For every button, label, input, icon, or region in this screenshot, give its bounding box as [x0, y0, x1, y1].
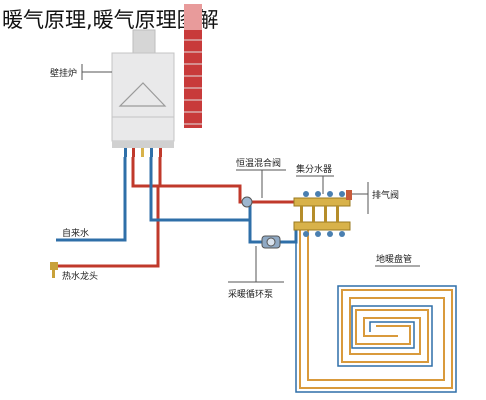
wall-boiler — [111, 29, 175, 157]
hot-pipe — [56, 157, 298, 268]
circulation-pump-label: 采暖循环泵 — [228, 288, 273, 300]
hot-water-label: 热水龙头 — [62, 270, 98, 282]
exhaust-valve-label: 排气阀 — [372, 189, 399, 201]
floor-coil-label: 地暖盘管 — [376, 253, 412, 265]
hot-water-tap-icon — [50, 262, 58, 278]
mixing-valve — [241, 196, 253, 208]
manifold — [293, 190, 352, 237]
floor-heating-coil — [299, 230, 453, 389]
floor-heating-coil-blue — [295, 232, 457, 393]
boiler-label: 壁挂炉 — [50, 67, 77, 79]
circulation-pump — [261, 235, 281, 249]
cold-water-label: 自来水 — [62, 227, 89, 239]
manifold-label: 集分水器 — [296, 163, 332, 175]
page-title: 暖气原理,暖气原理图解 — [2, 8, 219, 32]
mixing-valve-label: 恒温混合阀 — [236, 157, 281, 169]
flue-chimney — [184, 4, 202, 128]
